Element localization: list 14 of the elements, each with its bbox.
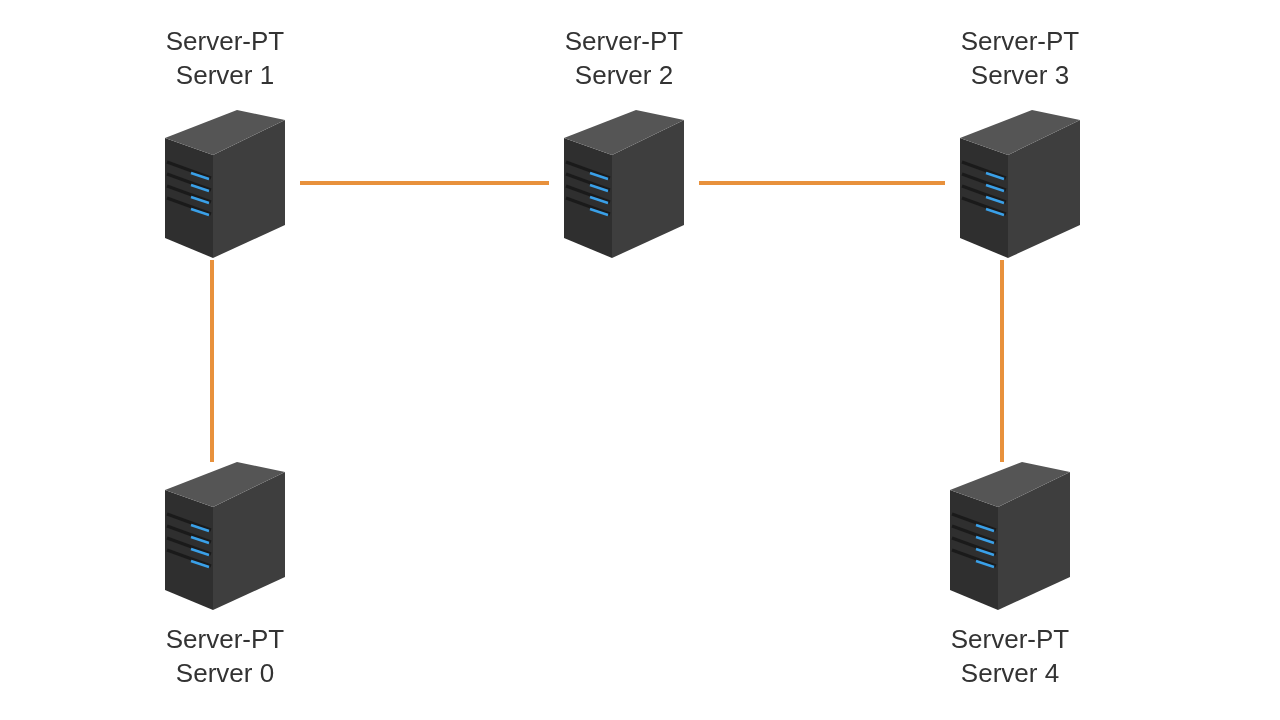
device-name-label: Server 0 bbox=[174, 657, 276, 690]
device-type-label: Server-PT bbox=[165, 25, 285, 58]
device-name-label: Server 2 bbox=[573, 59, 675, 92]
device-name-label: Server 4 bbox=[959, 657, 1061, 690]
device-name-label: Server 3 bbox=[969, 59, 1071, 92]
network-cable bbox=[699, 181, 945, 185]
network-cable bbox=[300, 181, 549, 185]
device-type-label: Server-PT bbox=[165, 623, 285, 656]
network-cable bbox=[1000, 260, 1004, 462]
network-cable bbox=[210, 260, 214, 462]
device-type-label: Server-PT bbox=[950, 623, 1070, 656]
device-type-label: Server-PT bbox=[564, 25, 684, 58]
device-name-label: Server 1 bbox=[174, 59, 276, 92]
device-type-label: Server-PT bbox=[960, 25, 1080, 58]
